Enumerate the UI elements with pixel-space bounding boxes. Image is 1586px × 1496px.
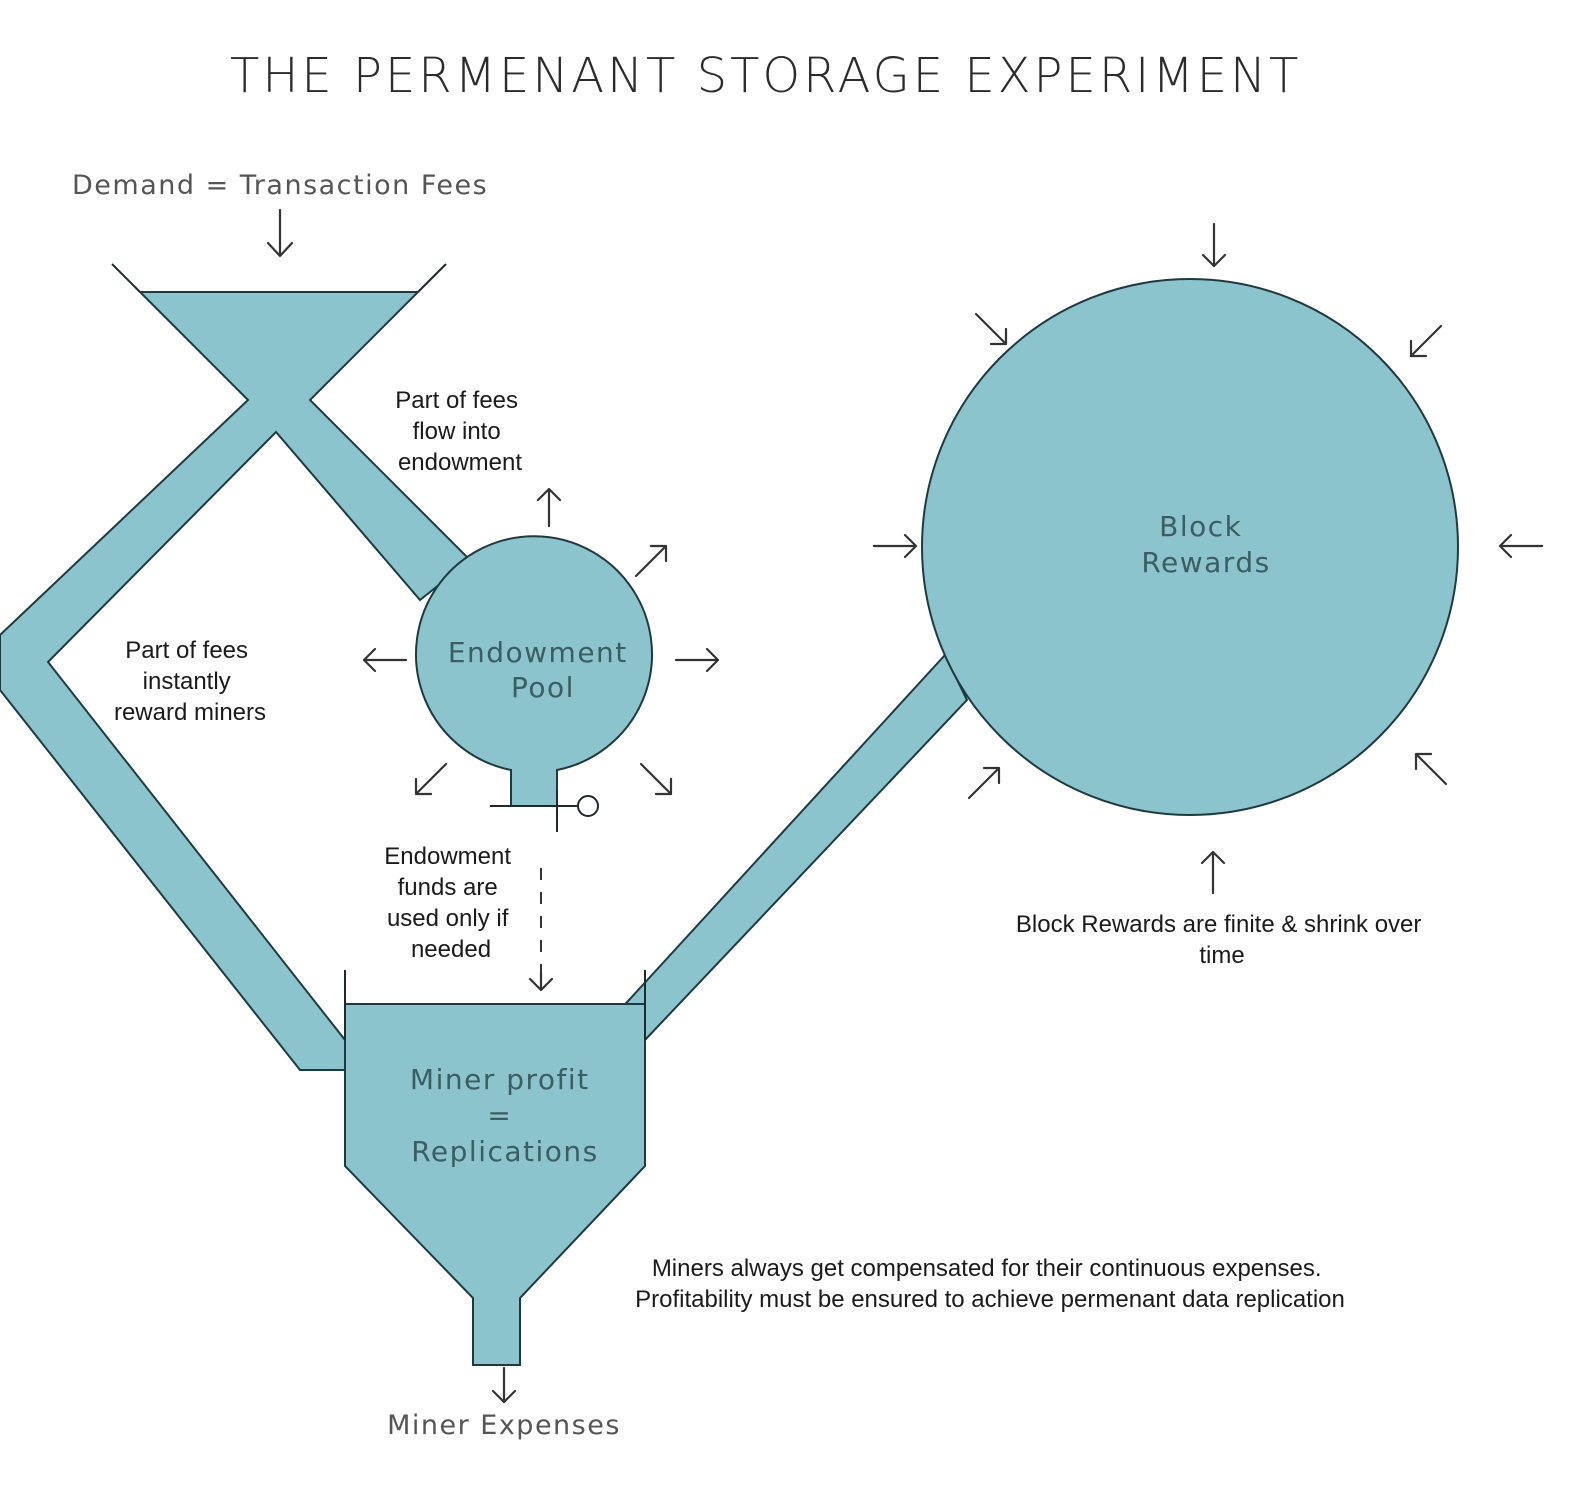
- arrow-down-icon: [1201, 222, 1227, 268]
- endowment-funds-note: Endowment funds are used only if needed: [384, 843, 517, 963]
- endowment-dashed-arrow-icon: [528, 868, 554, 992]
- arrow-down-right-icon: [639, 762, 673, 796]
- arrow-left-icon: [1498, 533, 1544, 559]
- endowment-pool: [415, 535, 653, 807]
- fees-endowment-note: Part of fees flow into endowment: [395, 387, 524, 476]
- arrow-left-icon: [362, 647, 408, 673]
- demand-label: Demand = Transaction Fees: [72, 170, 488, 201]
- demand-arrow-icon: [266, 208, 294, 258]
- miners-compensated-note: Miners always get compensated for their …: [635, 1255, 1345, 1313]
- miner-profit-vessel: [344, 1003, 646, 1366]
- arrow-up-right-icon: [634, 544, 668, 578]
- diagram-title: THE PERMENANT STORAGE EXPERIMENT: [230, 48, 1301, 104]
- arrow-up-right-icon: [967, 766, 1001, 800]
- block-rewards-label: Block Rewards: [1141, 510, 1270, 579]
- vessel-rim: [344, 970, 646, 1040]
- miner-profit-label: Miner profit = Replications: [410, 1063, 600, 1168]
- block-rewards-note: Block Rewards are finite & shrink over t…: [1016, 911, 1428, 969]
- arrow-right-icon: [872, 533, 918, 559]
- funnel-rim: [111, 263, 447, 293]
- arrow-up-icon: [1200, 850, 1226, 895]
- block-rewards-pool: [921, 278, 1459, 816]
- arrow-up-left-icon: [1414, 752, 1448, 786]
- miner-expenses-arrow-icon: [491, 1366, 517, 1404]
- arrow-down-left-icon: [1409, 324, 1443, 358]
- block-rewards-inflow-arrows: [872, 222, 1544, 895]
- arrow-down-right-icon: [974, 312, 1008, 346]
- miner-expenses-label: Miner Expenses: [387, 1410, 621, 1441]
- arrow-right-icon: [674, 647, 720, 673]
- endowment-outflow-arrows: [362, 487, 720, 796]
- block-rewards-channel: [616, 653, 969, 1042]
- fee-funnel-channels: [0, 291, 472, 1071]
- arrow-down-left-icon: [414, 762, 448, 796]
- endowment-pool-label: Endowment Pool: [448, 636, 638, 704]
- arrow-up-icon: [536, 487, 562, 528]
- fees-miners-note: Part of fees instantly reward miners: [114, 637, 266, 726]
- valve-icon: [490, 790, 599, 832]
